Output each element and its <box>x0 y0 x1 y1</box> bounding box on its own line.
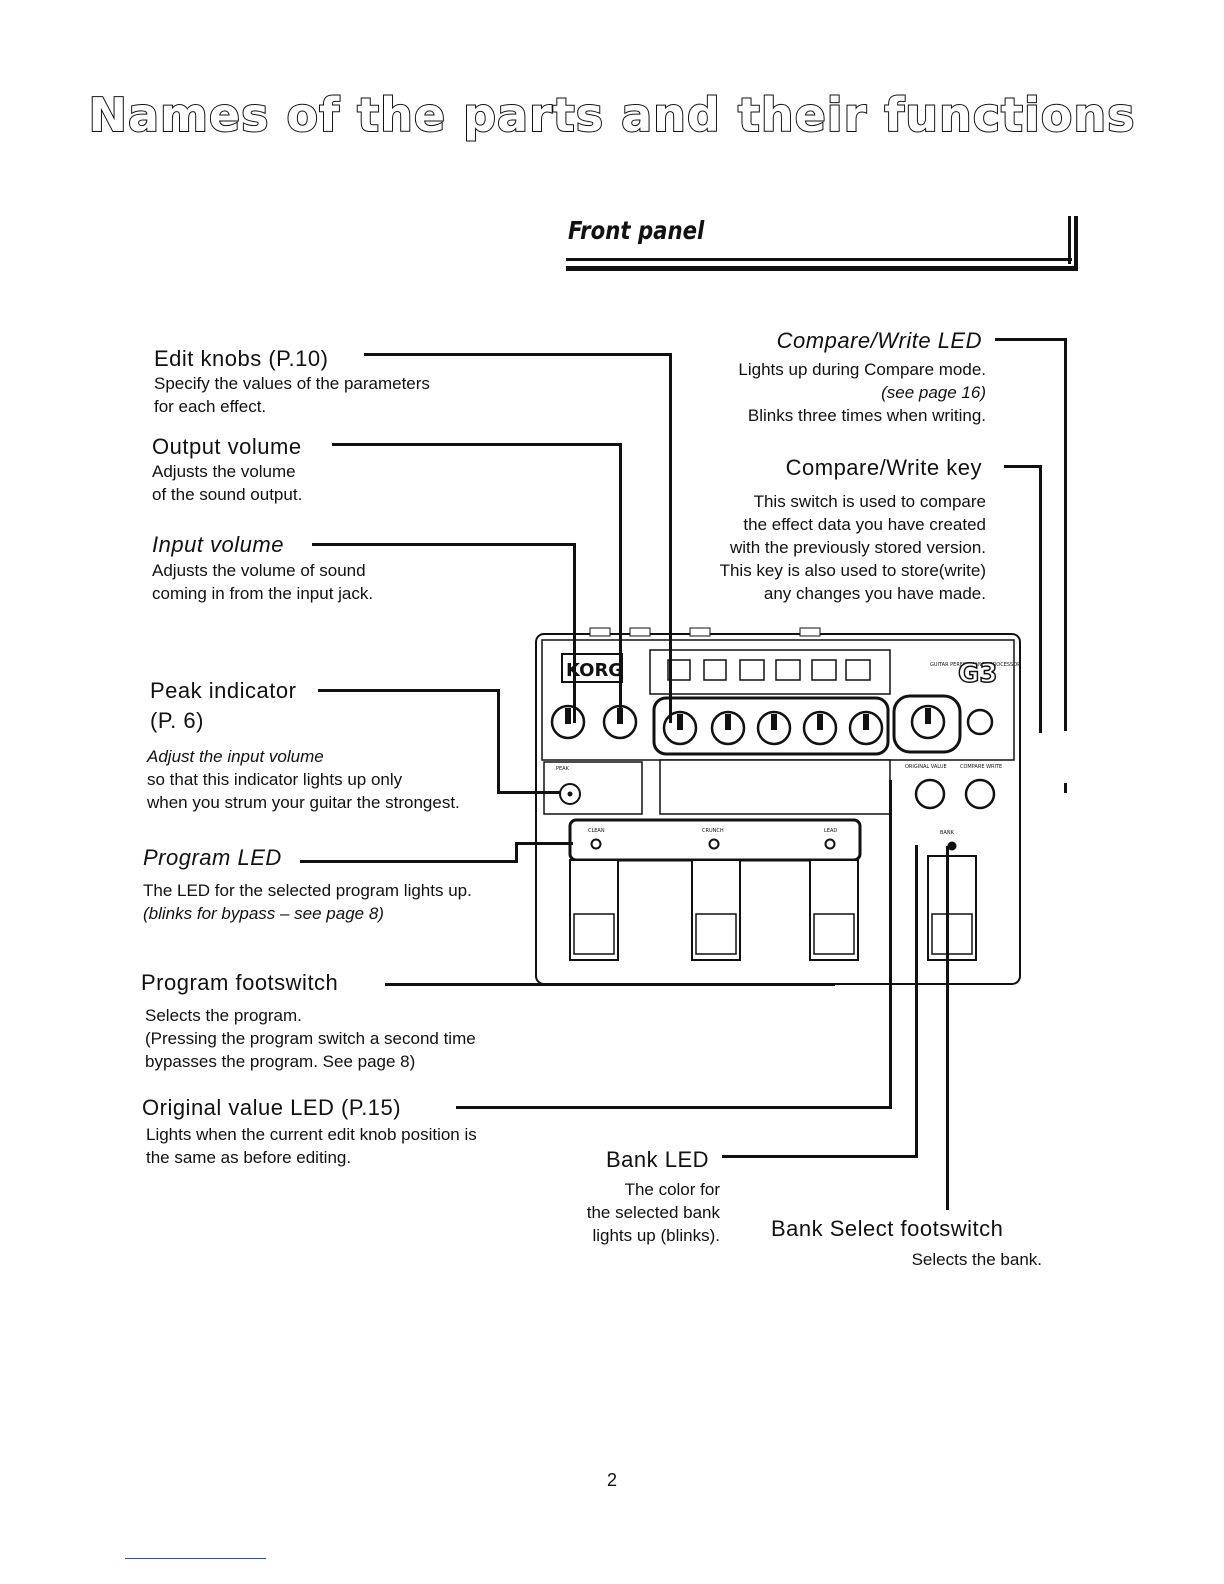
leader-bank-led <box>722 1155 918 1158</box>
leader-program-led <box>300 860 518 863</box>
peak-indicator-heading: Peak indicator <box>150 678 297 703</box>
program-footswitch-desc-3: bypasses the program. See page 8) <box>145 1052 416 1071</box>
compare-write-key-desc-1: This switch is used to compare <box>753 492 986 511</box>
model-logo: G3 <box>958 659 997 689</box>
compare-write-led-desc-2: (see page 16) <box>881 383 986 402</box>
bank-select-footswitch-desc-1: Selects the bank. <box>911 1250 1042 1269</box>
leader-bank-footswitch-v <box>946 846 949 1210</box>
edit-knobs-desc: Specify the values of the parameters for… <box>154 372 430 418</box>
peak-indicator-desc-2: so that this indicator lights up only <box>147 770 403 789</box>
peak-label: PEAK <box>556 766 570 772</box>
program-led-heading: Program LED <box>143 845 282 870</box>
bank-led-desc-2: the selected bank <box>586 1203 720 1222</box>
compare-write-key-desc-3: with the previously stored version. <box>729 538 986 557</box>
leader-input-volume <box>312 543 576 546</box>
compare-write-key-desc-2: the effect data you have created <box>743 515 986 534</box>
leader-output-volume <box>332 443 622 446</box>
program-footswitch-desc-1: Selects the program. <box>145 1006 302 1025</box>
leader-edit-knobs <box>364 353 672 356</box>
clean-label: CLEAN <box>588 828 605 834</box>
output-volume-heading: Output volume <box>152 434 302 459</box>
leader-peak <box>318 689 500 692</box>
compare-write-led-desc-1: Lights up during Compare mode. <box>738 360 986 379</box>
leader-compare-key-v <box>1039 465 1042 733</box>
leader-peak-h2 <box>497 791 561 794</box>
bank-led-heading: Bank LED <box>606 1147 710 1172</box>
compare-write-led-desc-3: Blinks three times when writing. <box>747 406 986 425</box>
bank-label: BANK <box>940 830 955 836</box>
compare-write-label: COMPARE WRITE <box>960 764 1002 770</box>
leader-compare-led-v <box>1064 338 1067 731</box>
original-value-label: ORIGINAL VALUE <box>905 764 947 770</box>
section-rule-lower <box>566 266 1078 271</box>
page-number: 2 <box>606 1470 617 1490</box>
bank-led-desc-3: lights up (blinks). <box>592 1226 720 1245</box>
device-illustration: KORG GUITAR PERFORMANCE PROCESSOR G3 PEA… <box>535 627 1021 985</box>
bank-select-footswitch-heading: Bank Select footswitch <box>771 1216 1004 1241</box>
edit-knobs-desc-2: for each effect. <box>154 397 267 416</box>
compare-write-key-heading: Compare/Write key <box>785 455 982 480</box>
peak-indicator-desc-3: when you strum your guitar the strongest… <box>147 793 460 812</box>
leader-compare-led <box>995 338 1067 341</box>
output-volume-desc-1: Adjusts the volume <box>152 462 296 481</box>
page-title: Names of the parts and their functions <box>87 87 1136 143</box>
leader-program-led-v <box>515 842 518 863</box>
footnote-rule <box>125 1558 266 1559</box>
processor-label: GUITAR PERFORMANCE PROCESSOR <box>930 662 1021 668</box>
edit-knobs-desc-1: Specify the values of the parameters <box>154 374 430 393</box>
original-value-led-desc-1: Lights when the current edit knob positi… <box>146 1125 477 1144</box>
peak-indicator-desc: Adjust the input volume so that this ind… <box>147 745 460 814</box>
leader-program-led-h2 <box>515 842 573 845</box>
leader-compare-key-h2 <box>1064 783 1067 793</box>
original-value-led-heading: Original value LED (P.15) <box>142 1095 402 1120</box>
compare-write-led-desc: Lights up during Compare mode. (see page… <box>660 358 986 427</box>
peak-indicator-desc-1: Adjust the input volume <box>147 747 324 766</box>
leader-original-value-v <box>889 780 892 1109</box>
program-led-desc: The LED for the selected program lights … <box>143 879 472 925</box>
leader-input-volume-v <box>573 543 576 723</box>
program-led-desc-2: (blinks for bypass – see page 8) <box>143 904 384 923</box>
bank-select-footswitch-desc: Selects the bank. <box>842 1248 1042 1271</box>
original-value-led-desc-2: the same as before editing. <box>146 1148 352 1167</box>
bank-led-desc-1: The color for <box>624 1180 720 1199</box>
section-rule-end2 <box>1074 216 1078 271</box>
leader-program-footswitch <box>385 983 835 986</box>
leader-original-value <box>456 1106 892 1109</box>
leader-edit-knobs-v <box>669 353 672 723</box>
bank-led-desc: The color for the selected bank lights u… <box>540 1178 720 1247</box>
input-volume-desc-2: coming in from the input jack. <box>152 584 374 603</box>
original-value-led-desc: Lights when the current edit knob positi… <box>146 1123 477 1169</box>
section-title: Front panel <box>568 216 705 245</box>
section-rule-end <box>1068 216 1071 264</box>
brand-logo: KORG <box>566 660 623 681</box>
leader-compare-key <box>1004 465 1042 468</box>
output-volume-desc-2: of the sound output. <box>152 485 303 504</box>
input-volume-heading: Input volume <box>152 532 284 557</box>
leader-bank-led-v <box>915 845 918 1158</box>
compare-write-key-desc-4: This key is also used to store(write) <box>719 561 986 580</box>
program-footswitch-desc-2: (Pressing the program switch a second ti… <box>145 1029 476 1048</box>
lead-label: LEAD <box>824 828 837 834</box>
section-rule <box>566 258 1072 261</box>
program-footswitch-desc: Selects the program. (Pressing the progr… <box>145 1004 476 1073</box>
leader-peak-v <box>497 689 500 793</box>
peak-indicator-page: (P. 6) <box>150 708 204 733</box>
compare-write-key-desc: This switch is used to compare the effec… <box>640 490 986 605</box>
compare-write-key-desc-5: any changes you have made. <box>763 584 986 603</box>
output-volume-desc: Adjusts the volume of the sound output. <box>152 460 302 506</box>
program-footswitch-heading: Program footswitch <box>141 970 339 995</box>
crunch-label: CRUNCH <box>702 828 724 834</box>
compare-write-led-heading: Compare/Write LED <box>776 328 982 353</box>
input-volume-desc: Adjusts the volume of sound coming in fr… <box>152 559 373 605</box>
leader-output-volume-v <box>619 443 622 723</box>
edit-knobs-heading: Edit knobs (P.10) <box>154 346 329 371</box>
input-volume-desc-1: Adjusts the volume of sound <box>152 561 366 580</box>
program-led-desc-1: The LED for the selected program lights … <box>143 881 472 900</box>
